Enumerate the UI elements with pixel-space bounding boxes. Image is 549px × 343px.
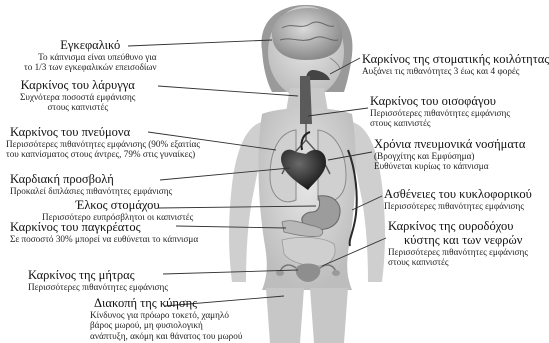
pregnancy-desc-1: Κίνδυνος για πρόωρο τοκετό, χαμηλό [90,310,242,320]
label-esophagus: Καρκίνος του οισοφάγου Περισσότερες πιθα… [370,94,510,129]
label-brain: Εγκεφαλικό Το κάπνισμα είναι υπεύθυνο γι… [24,38,157,73]
esophagus-desc-1: Περισσότερες πιθανότητες εμφάνισης [370,108,510,118]
larynx-desc-2: στους καπνιστές [20,102,135,112]
brain-organ [272,8,342,60]
oral-title: Καρκίνος της στοματικής κοιλότητας [362,52,549,66]
pancreas-desc-1: Σε ποσοστό 30% μπορεί να ευθύνεται το κά… [10,234,198,244]
bladder-title-2: κύστης και των νεφρών [388,233,528,247]
label-pregnancy: Διακοπή της κύησης Κίνδυνος για πρόωρο τ… [90,296,242,341]
label-pancreas: Καρκίνος του παγκρέατος Σε ποσοστό 30% μ… [10,220,198,244]
label-larynx: Καρκίνος του λάρυγγα Συχνότερα ποσοστά ε… [20,78,135,113]
larynx-desc-1: Συχνότερα ποσοστά εμφάνισης [20,92,135,102]
label-heart: Καρδιακή προσβολή Προκαλεί διπλάσιες πιθ… [10,172,172,196]
brain-desc-2: το 1/3 των εγκεφαλικών επεισοδίων [24,62,157,72]
label-ulcer: Έλκος στομάχου Περισσότερο ευπρόσβλητοι … [42,198,193,222]
lung-cancer-desc-2: του καπνίσματος στους άντρες, 79% στις γ… [6,149,200,159]
bladder-title: Καρκίνος της ουροδόχου [388,219,528,233]
bladder-desc-2: στους καπνιστές [388,257,528,267]
copd-title: Χρόνια πνευμονικά νοσήματα [374,137,525,151]
heart-desc-1: Προκαλεί διπλάσιες πιθανότητες εμφάνισης [10,186,172,196]
circulatory-title: Ασθένειες του κυκλοφορικού [384,187,532,201]
label-uterus: Καρκίνος της μήτρας Περισσότερες πιθανότ… [28,268,168,292]
pancreas-title: Καρκίνος του παγκρέατος [10,220,198,234]
uterus-desc-1: Περισσότερες πιθανότητες εμφάνισης [28,282,168,292]
pregnancy-desc-3: ανάπτυξη, ακόμη και θάνατος του μωρού [90,331,242,341]
pregnancy-desc-2: βάρος μωρού, μη φυσιολογική [90,320,242,330]
esophagus-title: Καρκίνος του οισοφάγου [370,94,510,108]
pregnancy-title: Διακοπή της κύησης [90,296,242,310]
lung-cancer-title: Καρκίνος του πνεύμονα [6,125,200,139]
label-oral: Καρκίνος της στοματικής κοιλότητας Αυξάν… [362,52,549,76]
label-bladder: Καρκίνος της ουροδόχου κύστης και των νε… [388,219,528,268]
larynx-title: Καρκίνος του λάρυγγα [20,78,135,92]
oral-desc-1: Αυξάνει τις πιθανότητες 3 έως και 4 φορέ… [362,66,549,76]
lung-cancer-desc-1: Περισσότερες πιθανότητες εμφάνισης (90% … [6,139,200,149]
uterus-title: Καρκίνος της μήτρας [28,268,168,282]
heart-title: Καρδιακή προσβολή [10,172,172,186]
label-circulatory: Ασθένειες του κυκλοφορικού Περισσότερες … [384,187,532,211]
brain-title: Εγκεφαλικό [24,38,157,52]
copd-desc-1: (Βρογχίτης και Εμφύσημα) [374,151,525,161]
label-lung-cancer: Καρκίνος του πνεύμονα Περισσότερες πιθαν… [6,125,200,160]
ulcer-title: Έλκος στομάχου [42,198,193,212]
throat-tube [300,76,312,124]
esophagus-desc-2: στους καπνιστές [370,118,510,128]
copd-desc-2: Ευθύνεται κυρίως το κάπνισμα [374,161,525,171]
brain-desc-1: Το κάπνισμα είναι υπεύθυνο για [24,52,157,62]
circulatory-desc-1: Περισσότερες πιθανότητες εμφάνισης [384,201,532,211]
bladder-desc-1: Περισσότερες πιθανότητες εμφάνισης [388,247,528,257]
label-copd: Χρόνια πνευμονικά νοσήματα (Βρογχίτης κα… [374,137,525,172]
